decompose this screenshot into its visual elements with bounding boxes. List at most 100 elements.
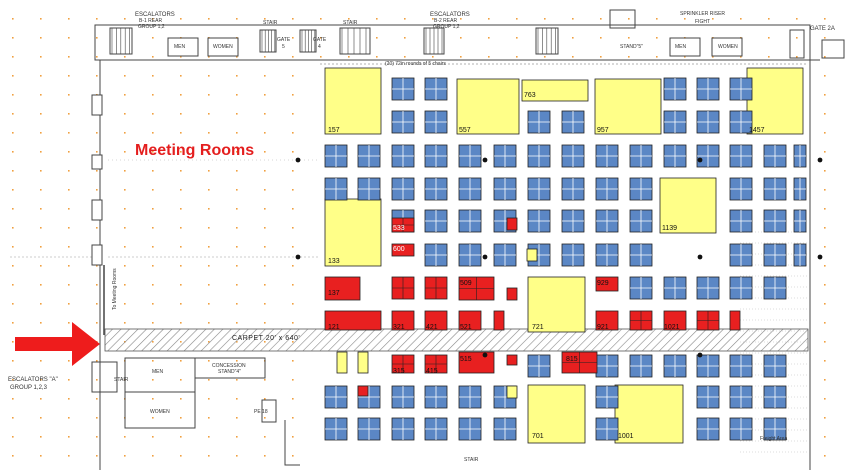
booth-red (324, 310, 382, 331)
grid-dot (236, 56, 238, 58)
grid-dot (40, 284, 42, 286)
grid-dot (600, 56, 602, 58)
grid-dot (628, 37, 630, 39)
booth-red (391, 310, 415, 331)
escalators-a-group: GROUP 1,2,3 (10, 385, 47, 391)
grid-dot (824, 37, 826, 39)
men-restroom-side: MEN (152, 369, 164, 375)
room-box (167, 37, 199, 57)
grid-dot (572, 18, 574, 20)
grid-dot (208, 94, 210, 96)
grid-dot (292, 56, 294, 58)
grid-dot (824, 341, 826, 343)
booth-137-label: 137 (328, 290, 340, 297)
grid-dot (40, 322, 42, 324)
grid-dot (348, 56, 350, 58)
booth-yellow (336, 351, 348, 374)
grid-dot (124, 113, 126, 115)
grid-dot (12, 75, 14, 77)
grid-dot (236, 436, 238, 438)
gate-4-label: GATE (313, 37, 327, 43)
grid-dot (40, 113, 42, 115)
grid-dot (40, 132, 42, 134)
left-post (91, 154, 103, 170)
grid-dot (180, 208, 182, 210)
grid-dot (796, 56, 798, 58)
left-post (91, 199, 103, 221)
red-arrow (15, 322, 100, 366)
escalators-b2-sub: B-2 REAR (434, 18, 458, 24)
grid-dot (292, 37, 294, 39)
booth-red (506, 287, 518, 301)
grid-dot (96, 417, 98, 419)
grid-dot (236, 132, 238, 134)
column-marker (817, 254, 823, 260)
booth-red (324, 276, 361, 301)
stair-top-label: STAIR (263, 20, 278, 26)
booth-1457-label: 1457 (749, 127, 765, 134)
booth-957-label: 957 (597, 127, 609, 134)
room-box (609, 9, 636, 29)
grid-dot (264, 189, 266, 191)
grid-dot (96, 189, 98, 191)
grid-dot (292, 379, 294, 381)
grid-dot (124, 208, 126, 210)
grid-dot (68, 227, 70, 229)
grid-dot (292, 455, 294, 457)
grid-dot (768, 56, 770, 58)
women-restroom-side: WOMEN (150, 409, 170, 415)
grid-dot (292, 132, 294, 134)
gate-2a-label: GATE 2A (810, 26, 835, 32)
grid-dot (152, 132, 154, 134)
grid-dot (152, 37, 154, 39)
grid-dot (236, 151, 238, 153)
column-marker (817, 157, 823, 163)
booth-red (357, 385, 369, 397)
grid-dot (656, 37, 658, 39)
grid-dot (376, 18, 378, 20)
grid-dot (124, 455, 126, 457)
grid-dot (12, 170, 14, 172)
grid-dot (264, 132, 266, 134)
column-marker (697, 254, 703, 260)
grid-dot (40, 417, 42, 419)
grid-dot (460, 37, 462, 39)
grid-dot (152, 227, 154, 229)
booth-yellow (659, 177, 717, 234)
grid-dot (236, 227, 238, 229)
stair-bottom-label: STAIR (464, 457, 479, 463)
grid-dot (264, 303, 266, 305)
grid-dot (208, 417, 210, 419)
concession-label: CONCESSION (212, 363, 246, 369)
grid-dot (68, 436, 70, 438)
grid-dot (96, 322, 98, 324)
grid-dot (740, 56, 742, 58)
grid-dot (152, 170, 154, 172)
grid-dot (124, 227, 126, 229)
grid-dot (236, 379, 238, 381)
booth-yellow (324, 198, 382, 267)
grid-dot (68, 284, 70, 286)
grid-dot (12, 436, 14, 438)
grid-dot (264, 113, 266, 115)
booth-red (663, 310, 687, 331)
grid-dot (12, 56, 14, 58)
grid-dot (292, 170, 294, 172)
grid-dot (180, 265, 182, 267)
left-post (91, 244, 103, 266)
grid-dot (796, 37, 798, 39)
grid-dot (264, 227, 266, 229)
grid-dot (12, 189, 14, 191)
booth-521-label: 521 (460, 324, 472, 331)
booth-yellow (594, 78, 662, 135)
grid-dot (124, 75, 126, 77)
grid-dot (96, 151, 98, 153)
gate-5-label: GATE (277, 37, 291, 43)
booth-yellow (527, 384, 586, 444)
grid-dot (12, 360, 14, 362)
grid-dot (236, 265, 238, 267)
left-post (91, 94, 103, 116)
booth-515-label: 515 (460, 356, 472, 363)
grid-dot (292, 284, 294, 286)
grid-dot (40, 455, 42, 457)
